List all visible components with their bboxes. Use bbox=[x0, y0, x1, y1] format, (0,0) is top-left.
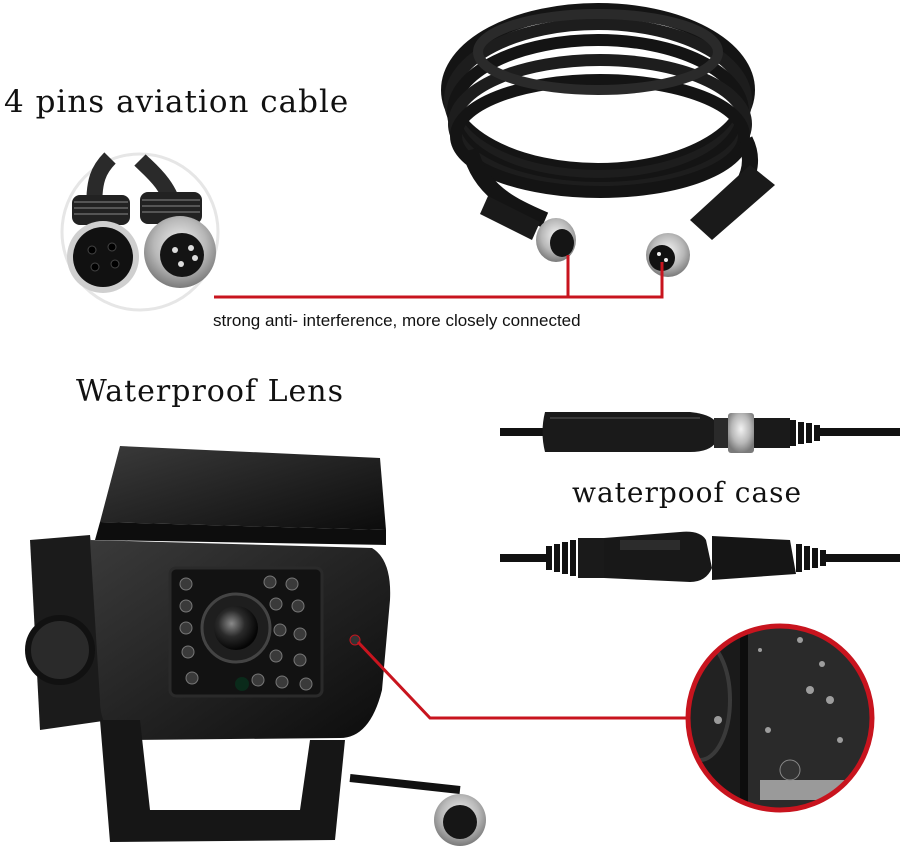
cable-female-end-icon bbox=[480, 196, 576, 262]
leader-line-bottom bbox=[356, 640, 688, 720]
waterproof-detail-zoom-icon bbox=[685, 623, 875, 813]
connector-closeup-icon bbox=[60, 152, 220, 312]
coiled-cable-icon bbox=[441, 3, 758, 232]
anti-interference-caption: strong anti- interference, more closely … bbox=[213, 311, 581, 330]
waterproof-case-label: waterpoof case bbox=[572, 476, 803, 509]
cable-male-end-icon bbox=[646, 165, 775, 277]
inline-connector-icon bbox=[500, 412, 900, 453]
aviation-cable-label: 4 pins aviation cable bbox=[4, 84, 350, 120]
leader-lines-top bbox=[214, 255, 664, 299]
sealed-connector-icon bbox=[500, 531, 900, 582]
backup-camera-icon bbox=[25, 446, 486, 846]
waterproof-lens-label: Waterproof Lens bbox=[76, 374, 344, 409]
